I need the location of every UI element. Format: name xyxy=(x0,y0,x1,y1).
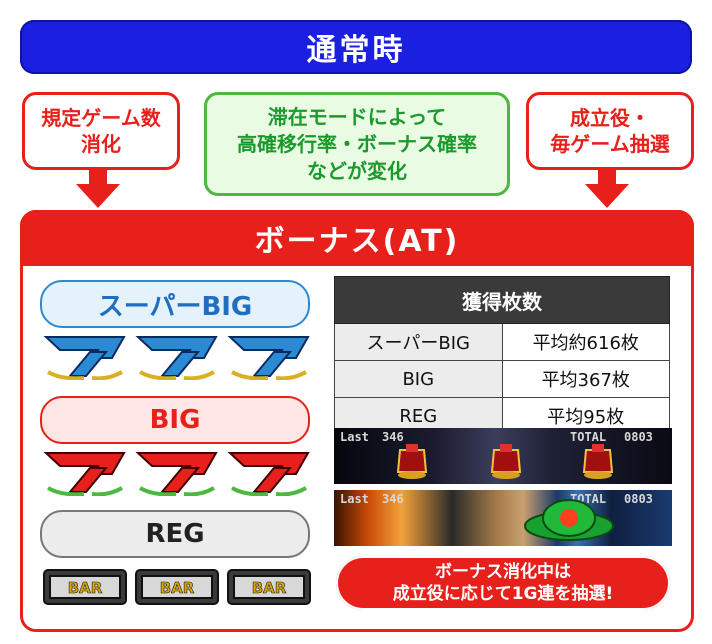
game-count-line-1: 規定ゲーム数 xyxy=(41,106,161,130)
lottery-box: 成立役・ 毎ゲーム抽選 xyxy=(526,92,694,170)
bar-symbol-icon: BAR xyxy=(43,569,127,605)
bar-symbol-icon: BAR xyxy=(227,569,311,605)
payout-table: 獲得枚数 スーパーBIG 平均約616枚 BIG 平均367枚 REG 平均95… xyxy=(334,276,670,435)
mode-info-box: 滞在モードによって 高確移行率・ボーナス確率 などが変化 xyxy=(204,92,510,196)
blue-seven-icon xyxy=(227,336,310,380)
game-count-line-2: 消化 xyxy=(81,132,121,156)
bar-symbol-row: BAR BAR BAR xyxy=(42,566,312,608)
bar-symbol-icon: BAR xyxy=(135,569,219,605)
left-arrow-icon xyxy=(76,184,120,208)
right-arrow-stem xyxy=(598,167,616,185)
reg-label: REG xyxy=(40,510,310,558)
red-seven-icon xyxy=(135,452,218,496)
mode-info-line-3: などが変化 xyxy=(307,158,407,183)
reg-text: REG xyxy=(145,519,205,549)
last-value: 346 xyxy=(382,492,404,506)
normal-mode-banner: 通常時 xyxy=(20,20,692,74)
normal-mode-title: 通常時 xyxy=(306,33,406,68)
red-seven-icon xyxy=(227,452,310,496)
notice-line-2: 成立役に応じて1G連を抽選! xyxy=(392,584,614,604)
super-big-text: スーパーBIG xyxy=(97,291,253,322)
game-screen-planets: Last 346 TOTAL 0803 xyxy=(334,490,672,546)
last-value: 346 xyxy=(382,430,404,444)
last-label: Last xyxy=(340,492,369,506)
bar-text: BAR xyxy=(252,579,287,597)
lottery-line-2: 毎ゲーム抽選 xyxy=(550,132,670,156)
big-label: BIG xyxy=(40,396,310,444)
super-big-label: スーパーBIG xyxy=(40,280,310,328)
game-screen-space: Last 346 TOTAL 0803 xyxy=(334,428,672,484)
lottery-line-1: 成立役・ xyxy=(570,106,650,130)
mode-info-line-2: 高確移行率・ボーナス確率 xyxy=(237,131,477,156)
row-bonus-type: BIG xyxy=(334,360,503,398)
total-value: 0803 xyxy=(624,492,653,506)
mode-info-line-1: 滞在モードによって xyxy=(267,104,447,129)
row-bonus-type: スーパーBIG xyxy=(334,323,503,361)
bonus-header: ボーナス(AT) xyxy=(20,210,694,266)
table-row: BIG 平均367枚 xyxy=(334,360,670,398)
red-seven-row xyxy=(42,450,312,496)
treasure-icon xyxy=(490,444,522,479)
big-text: BIG xyxy=(149,405,201,435)
total-value: 0803 xyxy=(624,430,653,444)
blue-seven-icon xyxy=(135,336,218,380)
right-arrow-icon xyxy=(585,184,629,208)
bar-text: BAR xyxy=(68,579,103,597)
treasure-icon xyxy=(396,444,428,479)
last-label: Last xyxy=(340,430,369,444)
red-seven-icon xyxy=(43,452,126,496)
blue-seven-row xyxy=(42,334,312,380)
left-arrow-stem xyxy=(89,167,107,185)
notice-line-1: ボーナス消化中は xyxy=(434,562,571,582)
treasure-icon xyxy=(582,444,614,479)
payout-table-header: 獲得枚数 xyxy=(334,276,670,324)
total-label: TOTAL xyxy=(570,430,607,444)
row-payout: 平均約616枚 xyxy=(501,323,670,361)
table-row: スーパーBIG 平均約616枚 xyxy=(334,323,670,361)
row-payout: 平均367枚 xyxy=(501,360,670,398)
game-count-box: 規定ゲーム数 消化 xyxy=(22,92,180,170)
planet-ship-icon xyxy=(524,499,614,541)
bonus-title: ボーナス(AT) xyxy=(254,224,460,259)
bonus-notice: ボーナス消化中は 成立役に応じて1G連を抽選! xyxy=(336,556,670,610)
blue-seven-icon xyxy=(43,336,126,380)
bar-text: BAR xyxy=(160,579,195,597)
